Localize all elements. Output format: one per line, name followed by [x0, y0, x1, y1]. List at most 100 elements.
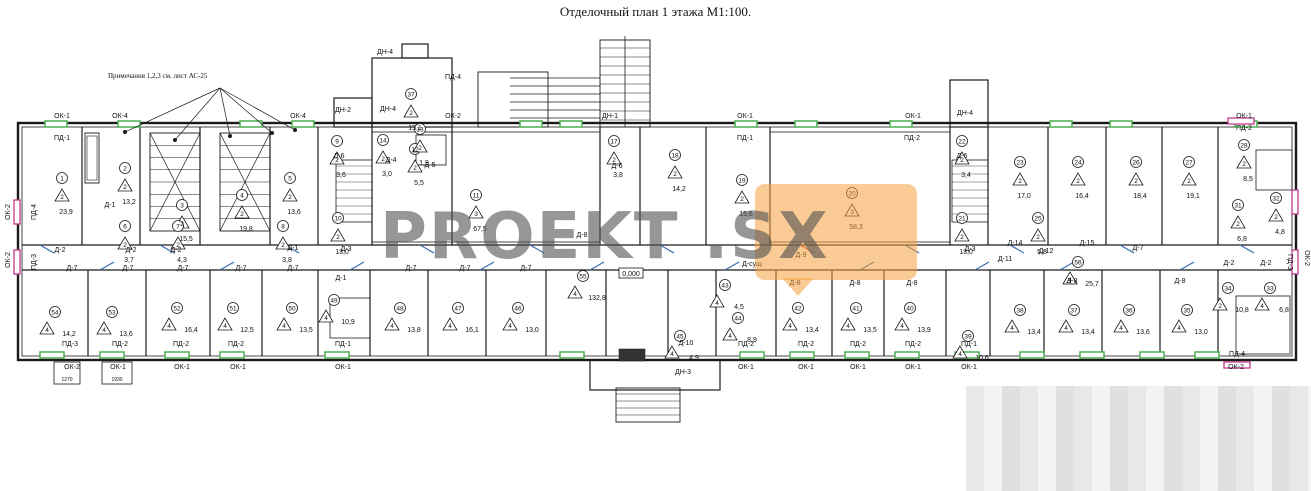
window-label: ОК-1 [1236, 113, 1252, 120]
window-label: ОК-1 [738, 364, 754, 371]
wc-block [1255, 149, 1293, 191]
finish-type-marker [375, 150, 391, 164]
door-label: Д-7 [1133, 245, 1144, 252]
room-number: 51 [229, 306, 237, 313]
door-label: Д-8 [1175, 278, 1186, 285]
room-number: 34 [1224, 286, 1232, 293]
room-area: 15,5 [179, 236, 193, 243]
finish-type-marker [894, 317, 910, 331]
room-area: 13,6 [119, 331, 133, 338]
door-label: ПД-3 [62, 341, 78, 348]
finish-type-marker [96, 321, 112, 335]
room-area: 13,9 [917, 327, 931, 334]
finish-type-marker [502, 317, 518, 331]
door-label: ДН-4 [380, 106, 396, 113]
note-leader-dot [293, 128, 297, 132]
finish-type: 4 [508, 323, 512, 330]
room-area: 5,5 [414, 180, 424, 187]
finish-type: 4 [670, 351, 674, 358]
door-label: Д-7 [460, 265, 471, 272]
door-label: ПД-2 [905, 341, 921, 348]
room-area: 12,5 [240, 327, 254, 334]
finish-type: 2 [418, 145, 422, 152]
finish-type: 4 [958, 351, 962, 358]
room-area: 23,9 [59, 209, 73, 216]
room-area: 13,0 [335, 249, 349, 256]
finish-type-marker [840, 317, 856, 331]
finish-type-marker [709, 294, 725, 308]
room-number-marker [377, 134, 389, 146]
room-number: 27 [1185, 160, 1193, 167]
room-area: 15,6 [739, 211, 753, 218]
room-area: 13,4 [1081, 329, 1095, 336]
door-label: ПД-2 [228, 341, 244, 348]
room-number: 56 [1074, 260, 1082, 267]
finish-type: 2 [381, 156, 385, 163]
bathtub [84, 132, 100, 184]
room-number-marker [577, 270, 589, 282]
room-area: 4,5 [734, 304, 744, 311]
side-label: ПД-4 [31, 204, 38, 220]
annex-stair [477, 71, 549, 128]
room-number-marker [331, 135, 343, 147]
room-number: 8 [281, 224, 285, 231]
window-top [291, 120, 315, 128]
room-number-marker [470, 189, 482, 201]
finish-type: 4 [390, 323, 394, 330]
room-number: 43 [721, 283, 729, 290]
room-area: 15,1 [408, 125, 422, 132]
room-number: 50 [288, 306, 296, 313]
finish-type: 2 [612, 157, 616, 164]
window-label: ОК-1 [230, 364, 246, 371]
room-number-marker [172, 220, 184, 232]
finish-type-marker [567, 285, 583, 299]
finish-type: 2 [335, 157, 339, 164]
room-number-marker [1072, 256, 1084, 268]
dimension: 1930 [111, 377, 122, 383]
finish-type: 2 [1236, 221, 1240, 228]
dim-box [53, 361, 81, 385]
window-bottom [844, 351, 870, 359]
window-top [559, 120, 583, 128]
door-label: ПД-2 [1236, 125, 1252, 132]
door-swing [1179, 261, 1195, 271]
door-label: Д-1 [336, 275, 347, 282]
finish-type-marker [117, 178, 133, 192]
room-number-marker [1270, 192, 1282, 204]
room-area: 19,1 [1186, 193, 1200, 200]
room-number: 26 [1132, 160, 1140, 167]
room-number-marker [332, 212, 344, 224]
room-number: 38 [1016, 308, 1024, 315]
room-number-marker [1181, 304, 1193, 316]
finish-type: 2 [960, 234, 964, 241]
door-label: Д-8 [1067, 278, 1078, 285]
room-number: 42 [794, 306, 802, 313]
room-number: 31 [1234, 203, 1242, 210]
finish-type-marker [282, 188, 298, 202]
window-bottom [1079, 351, 1105, 359]
room-number-marker [1183, 156, 1195, 168]
room-area: 3,4 [961, 172, 971, 179]
entrance-stair [615, 387, 681, 423]
room-number-marker [1264, 282, 1276, 294]
finish-type-marker [468, 205, 484, 219]
window-label: ОК-1 [174, 364, 190, 371]
window-top [1049, 120, 1073, 128]
note-leader [174, 87, 221, 141]
finish-type: 2 [240, 211, 244, 218]
room-number: 48 [396, 306, 404, 313]
room-number: 3 [180, 203, 184, 210]
room-number-marker [106, 306, 118, 318]
finish-type: 2 [288, 194, 292, 201]
dim-box [101, 361, 133, 385]
room-number-marker [736, 174, 748, 186]
door-label: ДН-4 [377, 49, 393, 56]
side-label: ОК-2 [1303, 250, 1310, 266]
room-number: 52 [173, 306, 181, 313]
door-label: ПД-1 [961, 341, 977, 348]
finish-type: 2 [281, 242, 285, 249]
finish-type-marker [1004, 319, 1020, 333]
door-label: ПД-2 [850, 341, 866, 348]
room-number: 5 [288, 176, 292, 183]
room-number: 55 [579, 274, 587, 281]
